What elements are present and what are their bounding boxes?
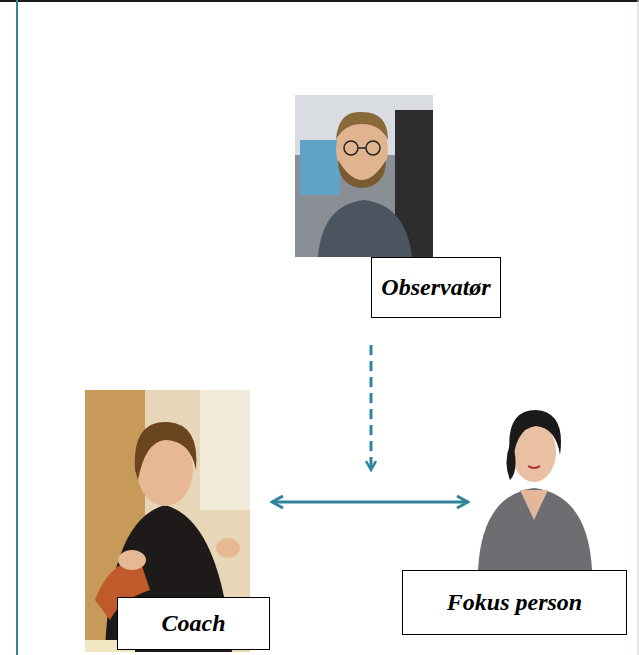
node-label: Observatør (381, 274, 490, 300)
label-box: Fokus person (402, 570, 627, 635)
node-label: Coach (161, 610, 225, 636)
coach-photo (85, 390, 250, 652)
frame-left (16, 0, 18, 655)
coach-node: Coach (85, 390, 272, 652)
observer-photo (295, 95, 433, 257)
double-arrow (272, 501, 468, 504)
node-label: Fokus person (447, 589, 582, 615)
observer-dashed-arrow (370, 345, 373, 470)
label-box: Observatør (371, 257, 501, 318)
frame-right (638, 0, 639, 655)
focus-person-node: Fokus person (468, 398, 628, 638)
observer-node: Observatør (371, 257, 501, 318)
frame-top (0, 0, 639, 2)
focus-person-photo (468, 398, 600, 570)
label-box: Coach (117, 597, 270, 650)
